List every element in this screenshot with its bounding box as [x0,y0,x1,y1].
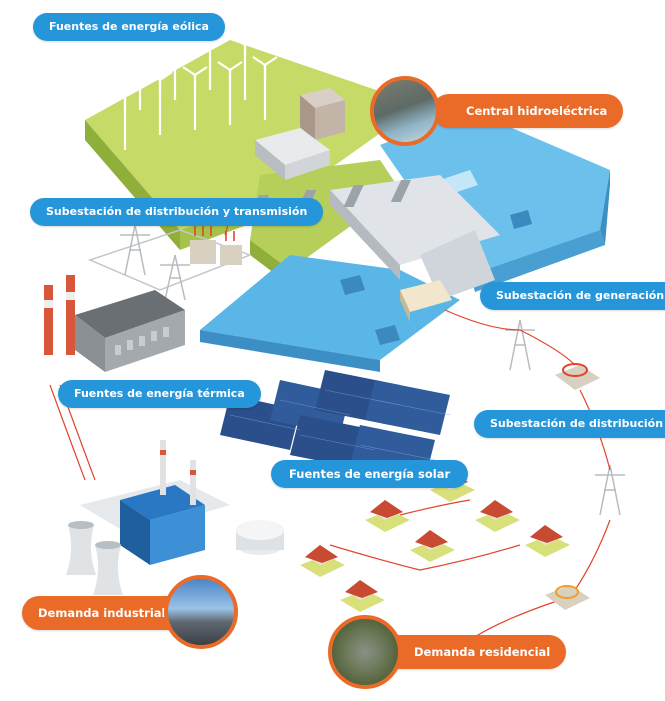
residential-photo-badge [328,615,402,689]
label-hydro: Central hidroeléctrica [432,94,624,128]
industrial-photo-badge [164,575,238,649]
label-residential: Demanda residencial [380,635,567,669]
hydro-photo-badge [370,76,440,146]
cooling-tower-icon [66,521,123,595]
label-substation-transmission: Subestación de distribución y transmisió… [30,198,324,226]
thermal-plant-icon [44,275,185,372]
industrial-complex-icon [66,440,284,595]
transmission-substation-icon [87,226,253,291]
solar-panel-icon [220,370,451,480]
house-icon [300,470,570,612]
distribution-substation-icon [545,363,600,610]
label-solar: Fuentes de energía solar [271,460,469,488]
label-thermal: Fuentes de energía térmica [58,380,261,408]
generation-substation-icon [400,280,452,322]
wind-farm-plateau [85,40,420,285]
label-substation-distribution: Subestación de distribución [474,410,665,438]
power-line-icon [49,204,611,641]
label-wind: Fuentes de energía eólica [33,13,225,41]
label-substation-generation: Subestación de generación [480,282,665,310]
control-building-icon [255,88,345,180]
